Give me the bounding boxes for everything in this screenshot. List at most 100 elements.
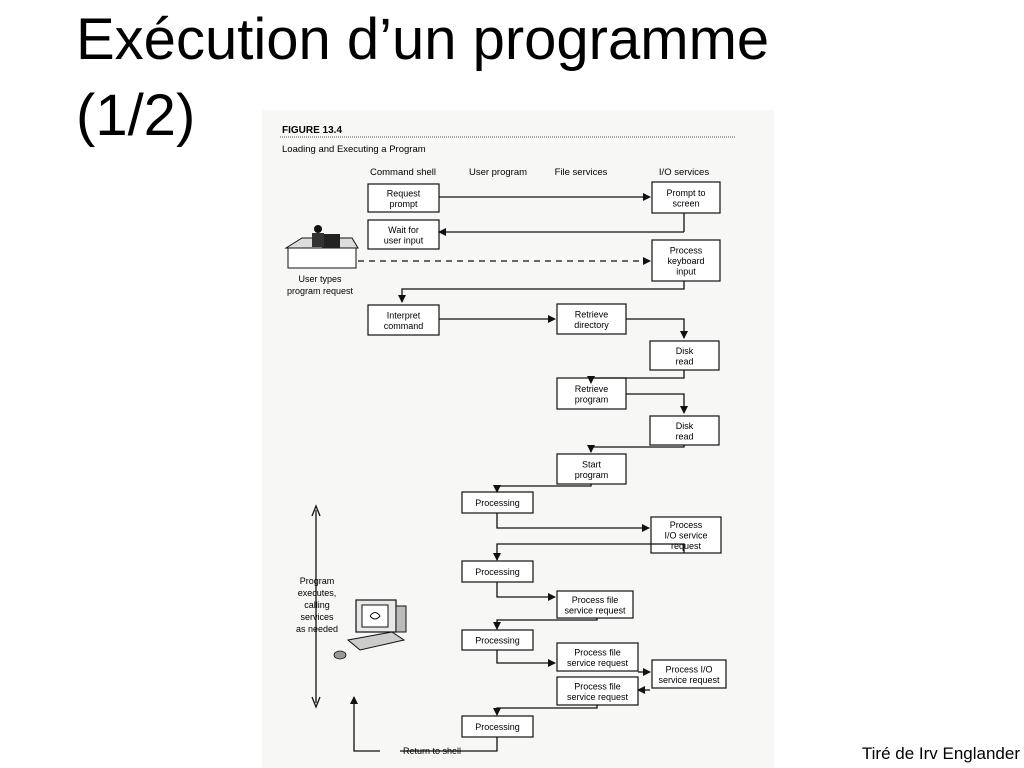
box-label-line: service request xyxy=(567,658,629,668)
box-label-line: Start xyxy=(582,459,602,469)
arrow-return-up xyxy=(350,696,380,752)
execution-span-top-head xyxy=(311,504,321,517)
box-label-line: Retrieve xyxy=(575,384,609,394)
box-label-line: screen xyxy=(672,198,699,208)
arrow-return-to-shell xyxy=(400,737,498,752)
box-frame xyxy=(651,181,721,214)
box-frame xyxy=(367,219,440,250)
arrow-keyboard-to-interpret xyxy=(398,281,685,303)
box-processing-1: Processing xyxy=(461,491,534,514)
box-label-line: directory xyxy=(574,320,609,330)
box-label-line: Process xyxy=(670,246,703,256)
box-processing-4: Processing xyxy=(461,715,534,738)
connectors xyxy=(311,193,688,752)
arrow-processing2-to-file1 xyxy=(496,582,556,601)
box-frame xyxy=(651,239,721,282)
box-label-line: Processing xyxy=(475,722,520,732)
arrow-disk2-to-start xyxy=(587,445,685,453)
box-label-line: service request xyxy=(564,605,626,615)
box-label-line: request xyxy=(671,541,702,551)
box-frame xyxy=(556,377,627,410)
box-frame xyxy=(649,415,720,446)
program-executes-line2: executes, xyxy=(298,588,337,598)
box-frame xyxy=(367,183,440,213)
box-label-line: Retrieve xyxy=(575,309,609,319)
box-frame xyxy=(556,676,639,706)
box-label-line: Interpret xyxy=(387,310,421,320)
column-header-file-services: File services xyxy=(555,167,608,178)
box-label-line: Processing xyxy=(475,498,520,508)
box-label-line: read xyxy=(675,356,693,366)
box-label-line: program xyxy=(575,394,609,404)
box-label-line: service request xyxy=(567,692,629,702)
box-label-line: command xyxy=(384,321,424,331)
box-label-line: Request xyxy=(387,188,421,198)
column-header-command-shell: Command shell xyxy=(370,167,436,178)
arrow-retrieve-program-to-disk2 xyxy=(626,393,688,414)
program-executes-line5: as needed xyxy=(296,624,338,634)
box-label-line: Wait for xyxy=(388,225,419,235)
box-label-line: Process I/O xyxy=(665,664,712,674)
box-frame xyxy=(649,340,720,371)
slide-title: Exécution d’un programme (1/2) xyxy=(76,2,769,154)
arrow-processing3-to-file2 xyxy=(496,650,556,667)
box-frame xyxy=(651,659,727,689)
figure-number: FIGURE 13.4 xyxy=(282,125,342,136)
box-label-line: service request xyxy=(658,675,720,685)
box-label-line: keyboard xyxy=(667,256,704,266)
arrow-file3-to-processing4 xyxy=(493,705,598,716)
box-label-line: I/O service xyxy=(664,531,707,541)
box-frame xyxy=(556,453,627,485)
box-label-line: read xyxy=(675,431,693,441)
program-executes-line3: calling xyxy=(304,600,330,610)
computer-icon xyxy=(333,599,407,660)
box-label-line: prompt xyxy=(389,199,418,209)
program-executes-line4: services xyxy=(300,612,334,622)
box-label-line: input xyxy=(676,267,696,277)
program-executes-line1: Program xyxy=(300,576,335,586)
credit-text: Tiré de Irv Englander xyxy=(861,744,1020,763)
figure-caption: Loading and Executing a Program xyxy=(282,144,426,155)
box-label-line: Processing xyxy=(475,567,520,577)
box-label-line: Process file xyxy=(574,647,621,657)
arrow-disk1-to-retrieve-program xyxy=(587,370,685,384)
slide-title-line1: Exécution d’un programme xyxy=(76,7,770,72)
arrow-retrieve-to-disk1 xyxy=(626,318,688,339)
arrow-io1-to-processing2 xyxy=(493,543,685,561)
return-to-shell-label: Return to shell xyxy=(403,746,461,756)
user-types-label-line2: program request xyxy=(287,286,354,296)
box-frame xyxy=(556,590,634,619)
box-label-line: Disk xyxy=(676,346,694,356)
column-header-user-program: User program xyxy=(469,167,527,178)
execution-span-bottom-head xyxy=(311,696,321,709)
arrow-file1-to-processing3 xyxy=(493,618,598,630)
arrow-processing1-to-io1 xyxy=(496,513,650,532)
user-types-label-line1: User types xyxy=(298,274,342,284)
box-label-line: Processing xyxy=(475,636,520,646)
box-label-line: Process xyxy=(670,520,703,530)
box-processing-2: Processing xyxy=(461,560,534,583)
column-header-io-services: I/O services xyxy=(659,167,709,178)
box-frame xyxy=(367,304,440,336)
box-processing-3: Processing xyxy=(461,629,534,651)
box-label-line: Process file xyxy=(574,681,621,691)
box-frame xyxy=(556,642,639,672)
box-label-line: Prompt to xyxy=(666,188,705,198)
